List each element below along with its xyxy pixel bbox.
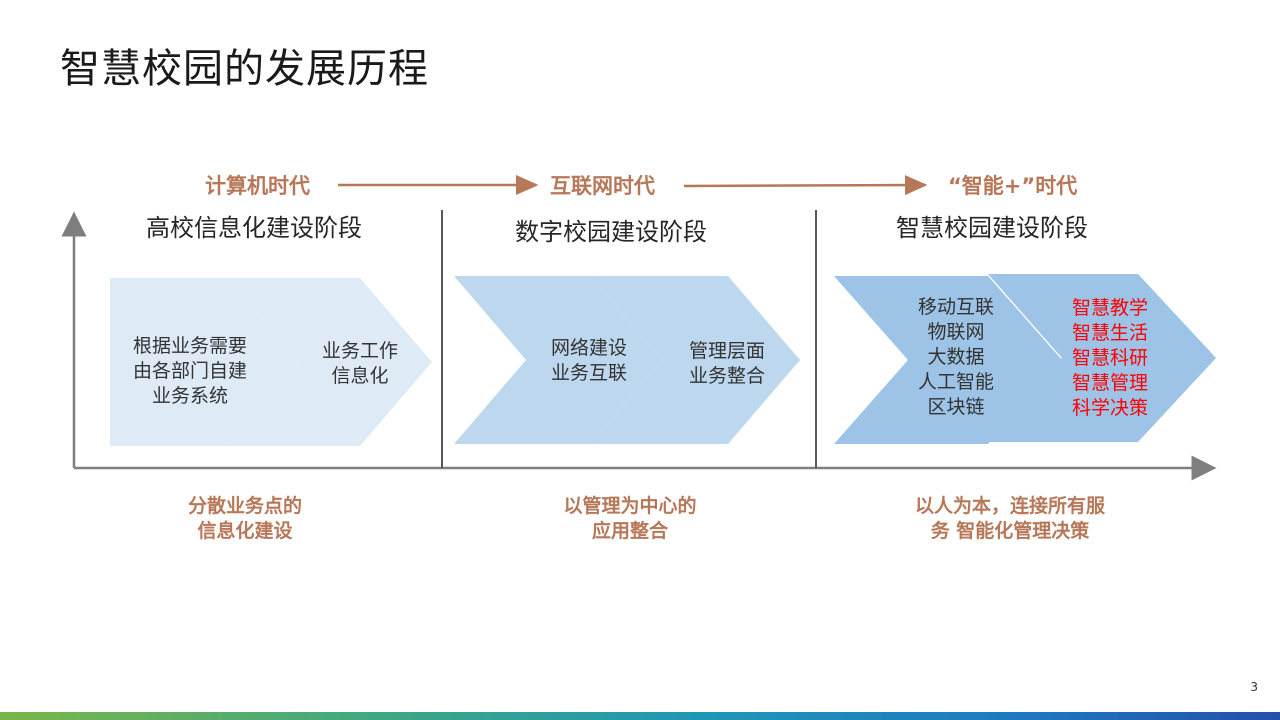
summary-stage3: 以人为本，连接所有服 务 智能化管理决策 [914,495,1105,542]
stage-heading-smart-campus: 智慧校园建设阶段 [896,214,1088,242]
chevron-stage2-a [454,276,662,444]
era-label-computer: 计算机时代 [205,174,310,198]
chevron-stage3-a [834,276,1062,444]
stage-heading-informatization: 高校信息化建设阶段 [146,214,362,242]
summary-stage2: 以管理为中心的 应用整合 [563,495,697,542]
chevron-text-work-informatization: 业务工作 信息化 [321,340,398,387]
chevron-text-technologies: 移动互联 物联网 大数据 人工智能 区块链 [917,296,994,418]
summary-stage1: 分散业务点的 信息化建设 [187,495,302,542]
page-title: 智慧校园的发展历程 [60,46,429,92]
chevron-stage3-b [988,274,1216,442]
chevron-text-department-systems: 根据业务需要 由各部门自建 业务系统 [132,335,247,407]
chevron-stage2-b [590,276,800,444]
footer-gradient-bar [0,712,1280,720]
page-number: 3 [1250,680,1258,694]
chevron-stage1-a [110,278,300,446]
chevron-text-management-integration: 管理层面 业务整合 [688,340,765,387]
chevron-text-network-interconnect: 网络建设 业务互联 [550,337,627,384]
era-label-internet: 互联网时代 [550,174,655,198]
era-label-intelligence: “智能+”时代 [948,174,1078,198]
chevron-stage1-b [228,278,432,446]
era-arrow-2 [683,175,928,196]
stage-heading-digital-campus: 数字校园建设阶段 [515,218,707,246]
chevron-text-smart-applications: 智慧教学 智慧生活 智慧科研 智慧管理 科学决策 [1071,297,1148,419]
